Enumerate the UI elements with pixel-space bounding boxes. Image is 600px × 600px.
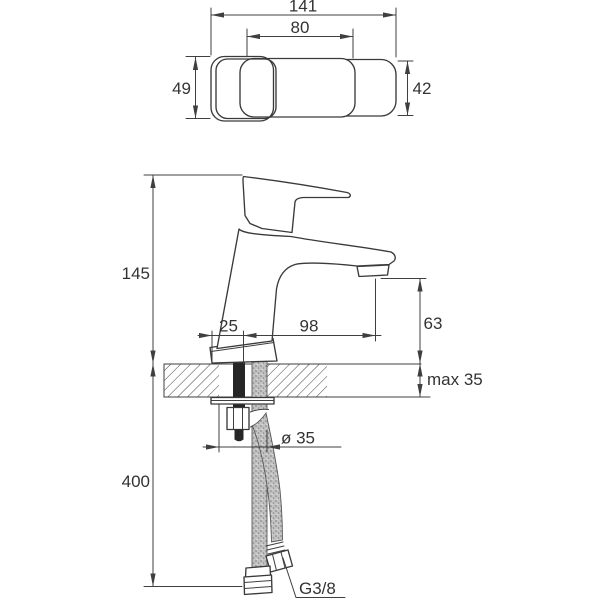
dim-label-400: 400	[122, 472, 150, 491]
faucet-handle	[242, 175, 351, 234]
dim-total-width: 141	[210, 0, 397, 58]
dim-label-42: 42	[413, 79, 432, 98]
rod-tip	[234, 429, 244, 442]
counter-hatch-right	[267, 364, 327, 397]
dim-body-height: 42	[397, 60, 432, 116]
dim-label-max35: max 35	[427, 370, 483, 389]
dimensions: 141 80 49 42	[122, 0, 483, 598]
countertop-section	[163, 363, 431, 398]
dim-lever-width: 80	[246, 18, 354, 59]
hose-connector-ribs	[265, 541, 286, 555]
supply-hose-second	[251, 411, 283, 543]
side-view	[163, 175, 431, 596]
supply-hose-main	[243, 356, 294, 596]
dim-offset-and-reach: 25 98	[197, 278, 382, 364]
mounting-hardware	[210, 358, 275, 442]
dim-deck-thickness: max 35	[417, 363, 483, 398]
top-view-handle-outer	[210, 55, 275, 122]
dim-label-hole: ø 35	[281, 429, 315, 448]
dim-label-80: 80	[291, 18, 310, 37]
dim-thread-callout: G3/8	[282, 557, 346, 598]
dim-label-49: 49	[172, 79, 191, 98]
threaded-rod	[233, 358, 245, 407]
dim-mounting-hole: ø 35	[202, 403, 342, 453]
top-view-handle-inner	[215, 58, 277, 120]
dim-spout-height: 63	[380, 278, 443, 364]
dim-handle-height: 49	[172, 56, 211, 119]
aerator-outlet	[356, 264, 390, 278]
dim-height-above-deck: 145	[122, 174, 243, 364]
dim-label-63: 63	[424, 314, 443, 333]
faucet-body	[216, 228, 396, 350]
dim-label-141: 141	[289, 0, 317, 16]
dim-label-98: 98	[300, 317, 319, 336]
hose-nut-left	[243, 565, 273, 596]
dim-label-145: 145	[122, 264, 150, 283]
dim-label-25: 25	[219, 317, 238, 336]
counter-hatch-left	[164, 364, 219, 397]
top-view-lever-paddle	[239, 57, 356, 118]
dim-hose-drop: 400	[122, 363, 243, 587]
top-view	[210, 55, 397, 122]
dim-label-thread: G3/8	[299, 579, 336, 598]
mounting-nut	[226, 406, 250, 431]
